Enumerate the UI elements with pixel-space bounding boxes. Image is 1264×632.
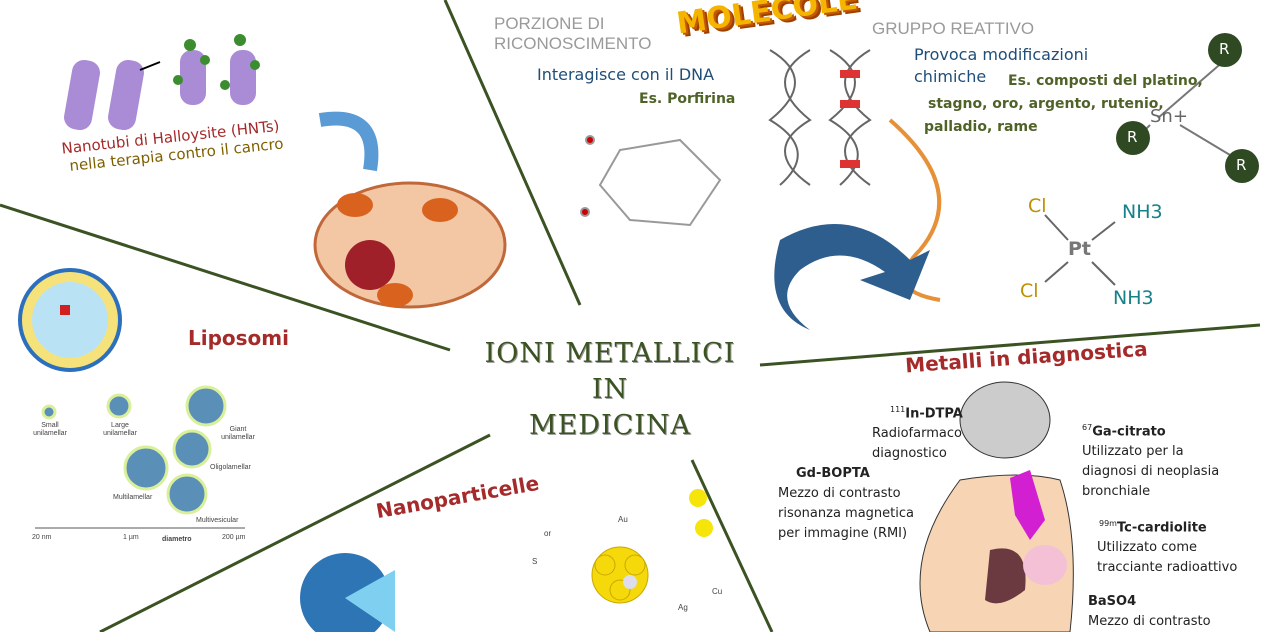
diagnostic-gd-bopta: Gd-BOPTA Mezzo di contrasto risonanza ma… (778, 464, 914, 544)
human-body-illustration (919, 381, 1074, 632)
tin-center: Sn+ (1150, 106, 1188, 127)
agent-desc: tracciante radioattivo (1097, 560, 1238, 576)
liposome-type-small: Small unilamellar (33, 422, 67, 437)
agent-name: BaSO4 (1088, 594, 1137, 609)
agent-name: Tc-cardiolite (1116, 520, 1207, 536)
cisplatin-nh3-1: NH3 (1122, 201, 1163, 223)
diagnostic-baso4: BaSO4 Mezzo di contrasto (1088, 592, 1211, 632)
cisplatin-cl-1: Cl (1028, 195, 1047, 217)
reactive-examples: Es. composti del platino, stagno, oro, a… (924, 70, 1203, 139)
isotope-sup: 99m (1099, 519, 1117, 528)
curved-arrow-icon (318, 111, 379, 172)
agent-desc: diagnostico (872, 446, 947, 462)
reactive-example-line1: Es. composti del platino, (1008, 73, 1203, 89)
diagnostic-in-dtpa: 111In-DTPA Radiofarmaco diagnostico (872, 400, 963, 464)
reactive-example-line3: palladio, rame (924, 119, 1038, 135)
axis-tick-1um: 1 µm (123, 534, 139, 541)
liposome-types-illustration (41, 385, 227, 515)
tin-ligand-2: R (1127, 128, 1138, 146)
agent-desc: diagnosi di neoplasia (1082, 464, 1220, 480)
axis-tick-20nm: 20 nm (32, 534, 52, 541)
recognition-example: Es. Porfirina (639, 91, 736, 107)
center-title-line1: IONI METALLICI (484, 338, 736, 369)
diagnostic-ga-citrato: 67Ga-citrato Utilizzato per la diagnosi … (1082, 418, 1219, 502)
recognition-heading: PORZIONE DI RICONOSCIMENTO (494, 14, 651, 54)
gold-nanoparticle-illustration (591, 546, 649, 604)
agent-desc: Utilizzato per la (1082, 444, 1184, 460)
label-ag: Ag (678, 603, 688, 612)
reactive-heading: GRUPPO REATTIVO (872, 19, 1035, 38)
label-s: S (532, 557, 538, 566)
recognition-desc: Interagisce con il DNA (537, 65, 715, 84)
recognition-heading-line2: RICONOSCIMENTO (494, 34, 652, 53)
center-title-line2: IN (591, 374, 629, 405)
center-title: IONI METALLICI IN MEDICINA (470, 336, 750, 444)
agent-desc: risonanza magnetica (778, 506, 914, 521)
liposome-type-large: Large unilamellar (103, 422, 137, 437)
reactive-example-line2: stagno, oro, argento, rutenio, (928, 96, 1164, 112)
agent-name: In-DTPA (905, 406, 963, 422)
cisplatin-cl-2: Cl (1020, 280, 1039, 302)
reactive-desc-line2: chimiche (914, 67, 987, 86)
diagnostic-tc-cardiolite: 99mTc-cardiolite Utilizzato come traccia… (1097, 514, 1237, 578)
isotope-sup: 111 (890, 405, 906, 414)
label-or: or (544, 529, 552, 538)
label-cu: Cu (712, 587, 723, 596)
cycle-arrow-icon (774, 224, 930, 330)
reactive-desc-line1: Provoca modificazioni (914, 45, 1089, 64)
cisplatin-center: Pt (1068, 238, 1092, 260)
tin-ligand-1: R (1219, 40, 1230, 58)
agent-desc: Mezzo di contrasto (778, 486, 901, 501)
agent-desc: Radiofarmaco (872, 426, 962, 442)
label-au: Au (618, 515, 628, 524)
center-title-line3: MEDICINA (528, 410, 692, 441)
agent-desc: Mezzo di contrasto (1088, 614, 1211, 629)
agent-desc: Utilizzato come (1097, 540, 1198, 556)
cisplatin-bonds (1044, 214, 1116, 286)
agent-desc: bronchiale (1082, 484, 1151, 500)
liposome-type-multivesicular: Multivesicular (196, 517, 239, 524)
liposome-type-oligolamellar: Oligolamellar (210, 464, 251, 471)
agent-name: Ga-citrato (1092, 424, 1166, 440)
liposomes-title: Liposomi (188, 326, 289, 350)
tin-complex-structure (1116, 33, 1259, 183)
liposome-type-multilamellar: Multilamellar (113, 494, 153, 501)
isotope-sup: 67 (1082, 423, 1093, 432)
reactive-desc: Provoca modificazioni chimiche (914, 44, 1088, 88)
cisplatin-nh3-2: NH3 (1113, 287, 1154, 309)
recognition-heading-line1: PORZIONE DI (494, 14, 605, 33)
agent-desc: per immagine (RMI) (778, 526, 908, 541)
liposome-type-giant: Giant unilamellar (221, 426, 255, 441)
porphyrin-molecule-illustration (580, 135, 722, 227)
axis-label: diametro (162, 536, 192, 543)
agent-name: Gd-BOPTA (796, 466, 870, 481)
axis-tick-200um: 200 µm (222, 534, 246, 541)
halloysite-nanotubes-illustration (64, 34, 260, 130)
tin-ligand-3: R (1236, 156, 1247, 174)
